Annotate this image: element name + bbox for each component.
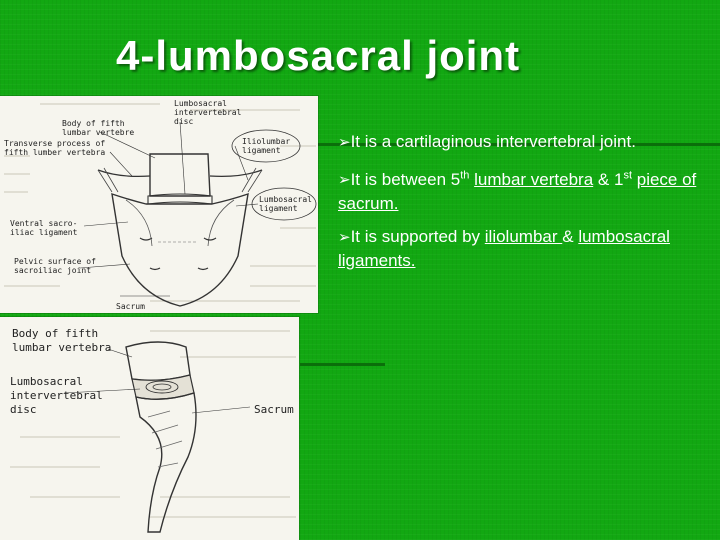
label-pelvic-line1: Pelvic surface of [14,257,96,266]
label-sacrum-top: Sacrum [116,302,145,311]
svg-text:Lumbosacral: Lumbosacral [259,195,312,204]
svg-text:Lumbosacral: Lumbosacral [10,375,83,388]
label-disc-line1: Lumbosacral [174,99,227,108]
label-ventral-line2: iliac ligament [10,228,78,237]
label-disc2-line3: disc [10,403,37,416]
bullet-text-part: & 1 [593,169,624,189]
sacrum-shape [111,192,249,307]
svg-text:Sacrum: Sacrum [116,302,145,311]
bullet-text-part: lumbosacral ligaments. [338,226,670,270]
bullet-text-part: piece of sacrum. [338,169,697,213]
svg-text:lumbar vertebra: lumbar vertebra [12,341,111,354]
bullet-list: ➢It is a cartilaginous intervertebral jo… [338,130,698,282]
svg-text:Sacrum: Sacrum [254,403,294,416]
bullet-text-part: th [460,169,470,181]
bullet-text-0: It is a cartilaginous intervertebral joi… [351,132,636,151]
label-disc2-line1: Lumbosacral [10,375,83,388]
svg-text:disc: disc [10,403,37,416]
l5-body-shape [125,341,191,382]
label-disc2-line2: intervertebral [10,389,103,402]
bullet-text-part: lumbar vertebra [474,169,594,189]
svg-text:Pelvic surface of: Pelvic surface of [14,257,96,266]
label-transverse-top: Transverse process of [4,139,105,148]
svg-text:Transverse process of: Transverse process of [4,139,105,148]
label-lumbosacral-line1: Lumbosacral [259,195,312,204]
sacrum-curve-shape [135,392,197,533]
label-ventral-line1: Ventral sacro- [10,219,77,228]
slide-title: 4-lumbosacral joint [116,32,521,79]
label-iliolumbar-line2: ligament [242,146,281,155]
divider-line-bottom [300,363,385,366]
bullet-item: ➢It is between 5th lumbar vertebra & 1st… [338,164,698,215]
bullet-text-2: It is supported by iliolumbar & lumbosac… [338,227,670,270]
svg-text:intervertebral: intervertebral [10,389,103,402]
bullet-text-part: It is between 5 [350,169,461,189]
label-body-top: Body of fifth [62,119,125,128]
lumbosacral-ligaments-figure: Body of fifth lumbar vertebre Transverse… [0,96,318,313]
lumbosacral-disc-sagittal-figure: Body of fifth lumbar vertebra Lumbosacra… [0,317,299,540]
vertebral-body-shape [149,153,211,197]
bullet-text-1: It is between 5th lumbar vertebra & 1st … [338,169,697,213]
svg-text:fifth lumber vertebra: fifth lumber vertebra [4,148,105,157]
svg-text:intervertebral: intervertebral [174,108,242,117]
label-pelvic-line2: sacroiliac joint [14,266,91,275]
label-body-bottom: lumbar vertebre [62,128,134,137]
svg-text:sacroiliac joint: sacroiliac joint [14,266,91,275]
svg-text:ligament: ligament [259,204,298,213]
label-disc-line2: intervertebral [174,108,242,117]
bullet-text-part: st [623,169,632,181]
label-disc-line3: disc [174,117,193,126]
label-l5-line1: Body of fifth [12,327,98,340]
svg-text:Lumbosacral: Lumbosacral [174,99,227,108]
bullet-text-part: It is a cartilaginous intervertebral joi… [350,132,636,151]
svg-text:Ventral sacro-: Ventral sacro- [10,219,77,228]
label-lumbosacral-line2: ligament [259,204,298,213]
svg-text:ligament: ligament [242,146,281,155]
arrow-right-icon: ➢ [338,227,351,246]
svg-text:disc: disc [174,117,193,126]
svg-text:Iliolumbar: Iliolumbar [242,137,290,146]
bullet-text-part: It is supported by [350,226,485,246]
divider-line-top [300,143,720,146]
svg-text:lumbar vertebre: lumbar vertebre [62,128,134,137]
label-iliolumbar-line1: Iliolumbar [242,137,290,146]
svg-text:iliac ligament: iliac ligament [10,228,78,237]
arrow-right-icon: ➢ [338,170,351,189]
bullet-text-part: & [562,226,579,246]
label-sacrum-bottom: Sacrum [254,403,294,416]
label-l5-line2: lumbar vertebra [12,341,111,354]
bullet-text-part: iliolumbar [484,226,563,246]
arrow-right-icon: ➢ [338,133,351,151]
label-transverse-bottom: fifth lumber vertebra [4,148,105,157]
svg-text:Body of fifth: Body of fifth [12,327,98,340]
svg-text:Body of fifth: Body of fifth [62,119,125,128]
bullet-item: ➢It is a cartilaginous intervertebral jo… [338,130,698,154]
bullet-item: ➢It is supported by iliolumbar & lumbosa… [338,225,698,272]
